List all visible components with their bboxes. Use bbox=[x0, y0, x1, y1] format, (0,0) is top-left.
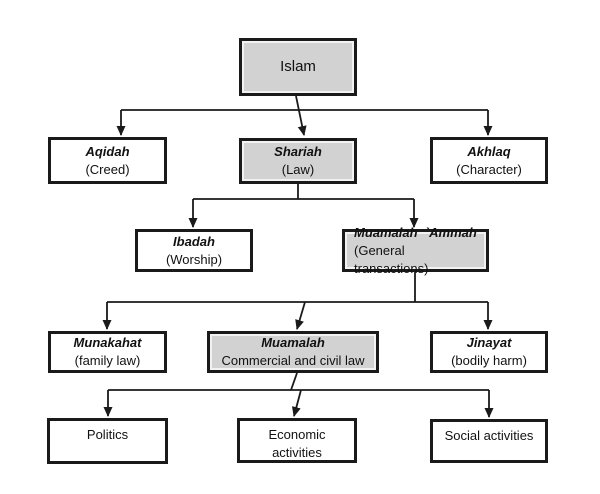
node-ibadah: Ibadah (Worship) bbox=[135, 229, 253, 272]
node-akhlaq: Akhlaq (Character) bbox=[430, 137, 548, 184]
node-muamalah-term: Muamalah bbox=[261, 335, 325, 350]
node-shariah-term: Shariah bbox=[274, 144, 322, 159]
node-muamalah-ammah: Muamalah `Ammah (General transactions) bbox=[342, 225, 489, 276]
node-aqidah-gloss: (Creed) bbox=[85, 161, 130, 177]
node-muamalah-ammah-term: Muamalah `Ammah bbox=[354, 224, 477, 240]
node-jinayat-term: Jinayat bbox=[466, 335, 512, 350]
node-aqidah: Aqidah (Creed) bbox=[48, 137, 167, 184]
node-economic-activities-label: Economic activities bbox=[268, 427, 326, 460]
node-ibadah-term: Ibadah bbox=[173, 233, 215, 249]
node-muamalah-ammah-gloss: (General transactions) bbox=[354, 242, 429, 276]
node-munakahat: Munakahat (family law) bbox=[48, 331, 167, 373]
node-politics-label: Politics bbox=[86, 427, 129, 442]
node-jinayat-gloss: (bodily harm) bbox=[451, 353, 527, 368]
node-muamalah-gloss: Commercial and civil law bbox=[221, 353, 365, 368]
node-muamalah: Muamalah Commercial and civil law bbox=[207, 331, 379, 373]
node-aqidah-term: Aqidah bbox=[85, 143, 130, 159]
node-akhlaq-gloss: (Character) bbox=[456, 161, 522, 177]
node-munakahat-term: Munakahat bbox=[73, 335, 142, 350]
node-ibadah-gloss: (Worship) bbox=[165, 251, 223, 267]
node-social-activities-label: Social activities bbox=[444, 428, 534, 443]
node-munakahat-gloss: (family law) bbox=[74, 353, 141, 368]
node-social-activities: Social activities bbox=[430, 419, 548, 463]
node-economic-activities: Economic activities bbox=[237, 418, 357, 463]
node-islam-label: Islam bbox=[280, 58, 316, 75]
node-jinayat: Jinayat (bodily harm) bbox=[430, 331, 548, 373]
node-islam: Islam bbox=[239, 38, 357, 96]
node-politics: Politics bbox=[47, 418, 168, 464]
node-shariah-gloss: (Law) bbox=[281, 162, 315, 177]
node-shariah: Shariah (Law) bbox=[239, 138, 357, 184]
node-akhlaq-term: Akhlaq bbox=[467, 143, 511, 159]
